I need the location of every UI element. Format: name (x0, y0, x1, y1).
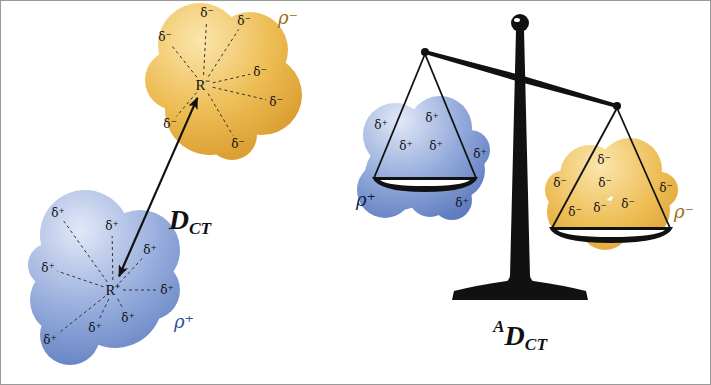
cloud-lobe (120, 260, 180, 320)
cloud-shape (535, 130, 700, 255)
pan-highlight (380, 180, 470, 186)
partial-charge: δ⁻ (598, 177, 612, 189)
partial-charge: δ⁻ (597, 154, 611, 166)
partial-charge: δ⁻ (659, 182, 673, 194)
partial-charge: δ⁺ (399, 140, 413, 152)
partial-charge: δ⁻ (621, 198, 635, 210)
cloud-body (545, 138, 678, 250)
partial-charge: δ⁺ (429, 140, 443, 152)
partial-charge: δ⁺ (455, 197, 469, 209)
partial-charge: δ⁻ (231, 138, 245, 150)
partial-charge: δ⁺ (473, 148, 487, 160)
partial-charge: δ⁻ (593, 202, 607, 214)
charge-line (99, 299, 108, 319)
cloud-body (357, 96, 490, 220)
partial-charge: δ⁻ (200, 7, 214, 19)
charge-line (118, 299, 124, 309)
charge-line (213, 74, 251, 83)
partial-charge: δ⁺ (105, 220, 119, 232)
partial-charge: δ⁺ (425, 112, 439, 124)
charge-line (213, 87, 267, 99)
partial-charge: δ⁻ (237, 15, 251, 27)
scale-post (504, 30, 536, 283)
density-symbol: ρ⁻ (278, 9, 298, 27)
charge-cloud: δ⁻δ⁻δ⁻δ⁻δ⁻δ⁻δ⁻ρ⁻ (535, 130, 700, 255)
cloud-lobe (357, 162, 413, 218)
charge-line (171, 45, 197, 77)
charge-centroid: R⁺ (105, 283, 120, 298)
cloud-body (28, 190, 180, 365)
charge-line (120, 257, 143, 282)
cloud-lobe (432, 180, 472, 220)
partial-charge: δ⁺ (41, 262, 55, 274)
knob-highlight (514, 18, 520, 22)
partial-charge: δ⁺ (374, 119, 388, 131)
scale-knob (511, 14, 529, 32)
charge-line (208, 94, 233, 136)
cloud-lobe (450, 130, 490, 170)
partial-charge: δ⁺ (51, 207, 65, 219)
charge-centroid: R⁻ (195, 78, 210, 93)
charge-lines (57, 221, 157, 334)
charge-cloud: δ⁺ δ⁺ δ⁺ δ⁺ δ⁺ ρ⁺ δ⁺ (340, 95, 500, 225)
cloud-lobe (40, 305, 100, 365)
cloud-lobe (28, 243, 72, 287)
charge-line (64, 221, 107, 282)
charge-line (112, 236, 114, 280)
partial-charge: δ⁺ (88, 322, 102, 334)
charge-cloud: ρ⁻ δ⁻ δ⁻ δ⁻ δ⁻ R⁻ δ⁻ δ⁻ δ⁻ (145, 0, 315, 162)
distance-symbol: DCT (169, 206, 211, 238)
charge-line (208, 29, 238, 76)
density-symbol: ρ⁺ (174, 313, 194, 331)
cloud-lobe (545, 170, 585, 210)
charge-line (57, 271, 103, 287)
charge-line (58, 296, 105, 334)
cloud-lobe (642, 172, 678, 208)
partial-charge: δ⁺ (121, 312, 135, 324)
density-symbol: ρ⁺ (356, 191, 376, 209)
charge-line (176, 93, 196, 117)
cloud-body (145, 3, 302, 160)
partial-charge: δ⁻ (269, 96, 283, 108)
partial-charge: δ⁺ (143, 244, 157, 256)
pan-highlight (557, 230, 665, 237)
charge-line (123, 290, 157, 291)
partial-charge: δ⁻ (158, 31, 172, 43)
partial-charge: δ⁻ (568, 206, 582, 218)
scale-base (452, 281, 588, 300)
index-symbol: ADCT (493, 318, 547, 354)
density-symbol: ρ⁻ (674, 203, 694, 221)
partial-charge: δ⁻ (253, 66, 267, 78)
charge-lines (171, 23, 266, 135)
cloud-lobe (207, 110, 257, 160)
scale-pan (549, 227, 673, 243)
partial-charge: δ⁺ (43, 334, 57, 346)
charge-line (204, 23, 207, 75)
partial-charge: δ⁺ (160, 284, 174, 296)
partial-charge: δ⁻ (553, 177, 567, 189)
partial-charge: δ⁻ (163, 118, 177, 130)
